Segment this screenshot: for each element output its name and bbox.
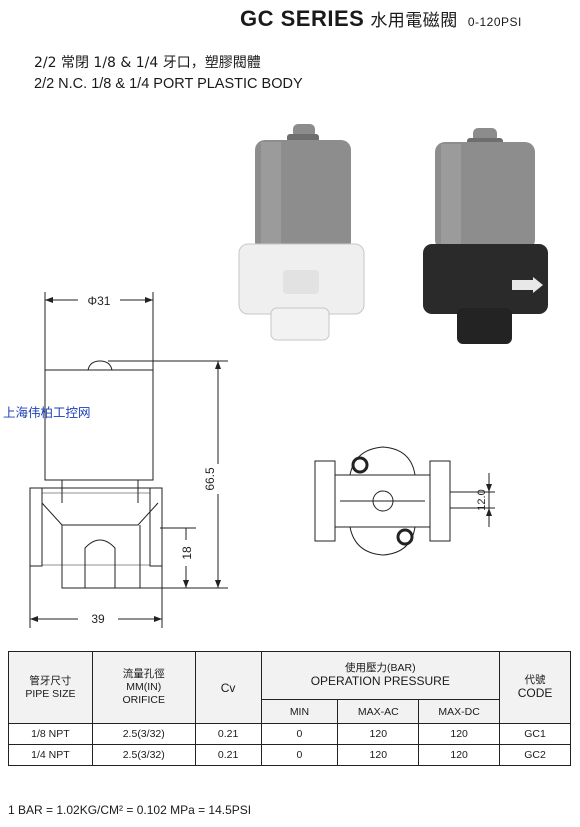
header-min: MIN — [260, 699, 339, 724]
pressure-range: 0-120PSI — [467, 15, 522, 29]
code-zh: 代號 — [524, 674, 546, 686]
pipe-size-en: PIPE SIZE — [25, 687, 76, 700]
header-cv: Cv — [194, 651, 262, 724]
dim-diameter: Φ31 — [88, 294, 111, 308]
cell-max-ac: 120 — [337, 723, 420, 745]
white-valve-image — [238, 124, 365, 341]
cell-pipe: 1/8 NPT — [8, 723, 93, 745]
table-row: 1/8 NPT 2.5(3/32) 0.21 0 120 120 GC1 — [8, 723, 571, 745]
series-title: GC SERIES 水用電磁閥 0-120PSI — [240, 6, 522, 32]
dim-width: 39 — [91, 612, 105, 626]
cell-min: 0 — [260, 723, 339, 745]
code-en: CODE — [517, 686, 553, 700]
cell-code: GC2 — [499, 744, 571, 766]
cell-max-dc: 120 — [418, 723, 501, 745]
dim-port-spacing: 12.0 — [476, 489, 488, 510]
description-zh: 2/2 常閉 1/8 & 1/4 牙口，塑膠閥體 — [34, 55, 261, 71]
conversion-footnote: 1 BAR = 1.02KG/CM² = 0.102 MPa = 14.5PSI — [8, 803, 252, 817]
screw-icons — [351, 456, 492, 546]
header-max-ac: MAX-AC — [337, 699, 420, 724]
header-max-dc: MAX-DC — [418, 699, 501, 724]
orifice-zh: 流量孔徑 — [122, 668, 165, 680]
side-view-drawing: Φ31 66.5 18 39 — [29, 292, 228, 628]
product-photos — [238, 124, 548, 344]
description-en: 2/2 N.C. 1/8 & 1/4 PORT PLASTIC BODY — [34, 76, 303, 92]
black-valve-image — [423, 128, 548, 344]
cell-cv: 0.21 — [194, 744, 262, 766]
spec-table: 管牙尺寸 PIPE SIZE 流量孔徑 MM(IN) ORIFICE Cv 使用… — [8, 651, 571, 766]
watermark-text: 上海伟柏工控网 — [3, 406, 91, 420]
header-pressure: 使用壓力(BAR) OPERATION PRESSURE — [260, 651, 501, 700]
orifice-unit: MM(IN) — [126, 681, 162, 693]
orifice-en: ORIFICE — [122, 694, 166, 706]
cell-code: GC1 — [499, 723, 571, 745]
cell-max-dc: 120 — [418, 744, 501, 766]
table-row: 1/4 NPT 2.5(3/32) 0.21 0 120 120 GC2 — [8, 744, 571, 766]
top-view-drawing: 12.0 — [314, 446, 495, 556]
cell-pipe: 1/4 NPT — [8, 744, 93, 766]
dim-port-height: 18 — [180, 546, 194, 560]
cell-orifice: 2.5(3/32) — [91, 723, 196, 745]
pipe-size-zh: 管牙尺寸 — [29, 674, 72, 687]
cell-orifice: 2.5(3/32) — [91, 744, 196, 766]
series-name: GC SERIES — [240, 6, 365, 31]
header-orifice: 流量孔徑 MM(IN) ORIFICE — [91, 651, 196, 724]
cell-min: 0 — [260, 744, 339, 766]
header-code: 代號 CODE — [499, 651, 571, 724]
pressure-en: OPERATION PRESSURE — [310, 674, 450, 688]
series-name-zh: 水用電磁閥 — [370, 11, 458, 30]
dim-height: 66.5 — [203, 467, 217, 491]
cell-cv: 0.21 — [194, 723, 262, 745]
cell-max-ac: 120 — [337, 744, 420, 766]
pressure-zh: 使用壓力(BAR) — [344, 662, 416, 674]
header-pipe-size: 管牙尺寸 PIPE SIZE — [8, 651, 93, 724]
